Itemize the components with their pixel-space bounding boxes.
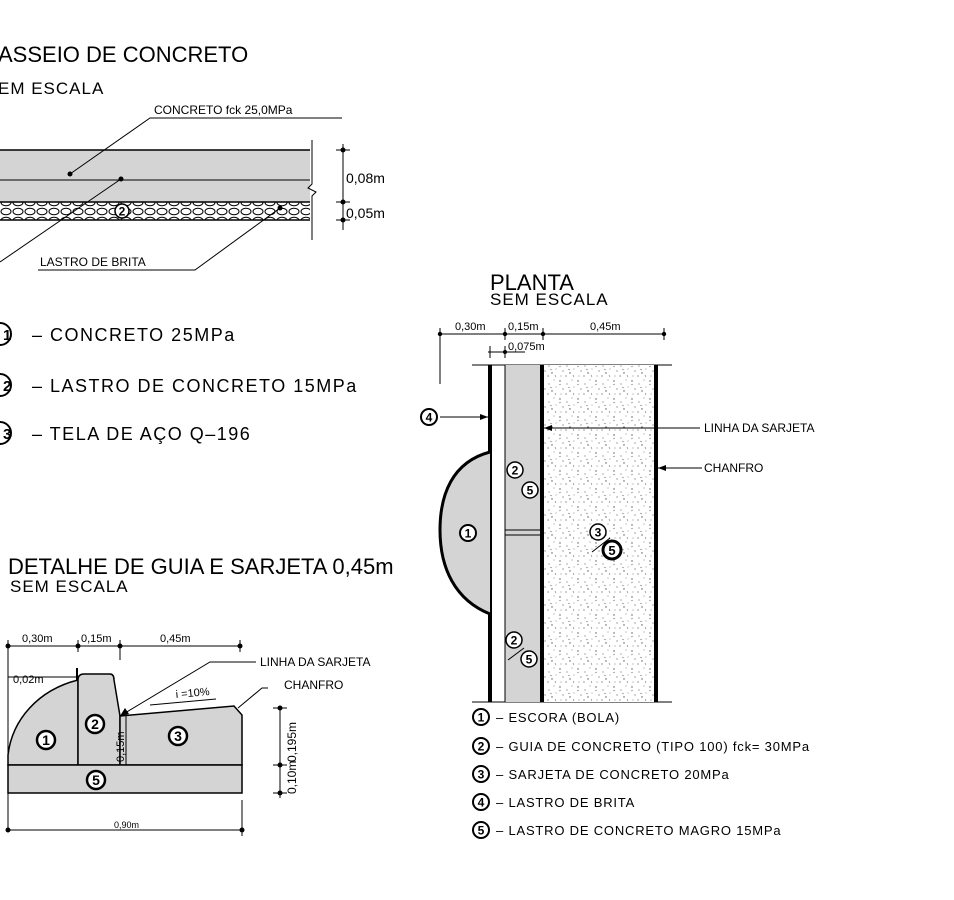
- svg-text:2: 2: [3, 378, 11, 395]
- section-detalhe: DETALHE DE GUIA E SARJETA 0,45m SEM ESCA…: [5, 554, 394, 836]
- planta-legend: 1 – ESCORA (BOLA) 2 – GUIA DE CONCRETO (…: [472, 708, 810, 839]
- dim-015-vert: 0,15m: [115, 731, 127, 762]
- planta-label-linha: LINHA DA SARJETA: [704, 421, 814, 435]
- escora-shape: [7, 679, 79, 766]
- legend-item: – CONCRETO 25MPa: [32, 325, 236, 345]
- concrete-slab: [0, 150, 310, 202]
- legend-item: – LASTRO DE CONCRETO MAGRO 15MPa: [496, 823, 781, 838]
- passeio-title: ASSEIO DE CONCRETO: [0, 42, 248, 67]
- svg-text:5: 5: [526, 653, 533, 667]
- dim-bottom: 0,05m: [346, 205, 385, 221]
- legend-item: – TELA DE AÇO Q–196: [32, 424, 251, 444]
- svg-text:5: 5: [608, 543, 615, 558]
- legend-item: – SARJETA DE CONCRETO 20MPa: [496, 767, 730, 782]
- marker-2: [84, 713, 106, 735]
- planta-dim-0075: 0,075m: [508, 341, 545, 353]
- svg-text:1: 1: [465, 527, 472, 541]
- marker-5: [85, 769, 107, 791]
- svg-text:5: 5: [92, 772, 100, 788]
- detalhe-title: DETALHE DE GUIA E SARJETA 0,45m: [8, 554, 394, 579]
- planta-title: PLANTA: [490, 270, 574, 295]
- label-lastro: LASTRO DE BRITA: [40, 255, 146, 269]
- detalhe-label-chanfro: CHANFRO: [284, 678, 343, 692]
- detalhe-label-linha: LINHA DA SARJETA: [260, 655, 370, 669]
- marker-4: [420, 408, 438, 426]
- section-passeio: ASSEIO DE CONCRETO EM ESCALA CONCRETO fc…: [0, 42, 385, 445]
- dim-002: 0,02m: [13, 674, 44, 686]
- svg-text:2: 2: [511, 634, 518, 648]
- svg-text:1: 1: [3, 327, 11, 344]
- legend-item: – ESCORA (BOLA): [496, 710, 620, 725]
- dim-045: 0,45m: [160, 633, 191, 645]
- svg-text:3: 3: [478, 768, 485, 782]
- section-planta: PLANTA SEM ESCALA 0,30m 0,15m 0,45m 0,07…: [420, 270, 814, 839]
- svg-text:1: 1: [42, 732, 50, 748]
- svg-text:3: 3: [174, 728, 182, 744]
- lastro-shape: [7, 764, 243, 794]
- dim-total: 0,90m: [114, 820, 139, 830]
- planta-dim-045: 0,45m: [590, 321, 621, 333]
- dim-top: 0,08m: [346, 170, 385, 186]
- svg-text:2: 2: [119, 205, 126, 219]
- legend-item: – LASTRO DE CONCRETO 15MPa: [32, 376, 358, 396]
- slope-label: i =10%: [175, 686, 210, 701]
- marker-5: [521, 481, 539, 499]
- marker-5: [601, 539, 623, 561]
- dim-015-top: 0,15m: [81, 633, 112, 645]
- marker-3: [589, 523, 607, 541]
- label-concreto: CONCRETO fck 25,0MPa: [154, 103, 293, 117]
- marker-5: [520, 650, 538, 668]
- detalhe-subtitle: SEM ESCALA: [10, 577, 129, 596]
- dim-0195: 0,195m: [285, 722, 299, 762]
- legend-item: – LASTRO DE BRITA: [496, 795, 635, 810]
- svg-text:2: 2: [512, 464, 519, 478]
- svg-text:5: 5: [527, 484, 534, 498]
- svg-text:3: 3: [3, 426, 11, 443]
- svg-text:3: 3: [595, 526, 602, 540]
- planta-subtitle: SEM ESCALA: [490, 290, 609, 309]
- marker-2: [506, 461, 524, 479]
- marker-1: [35, 729, 57, 751]
- marker-2: [114, 203, 130, 219]
- svg-text:1: 1: [478, 711, 485, 725]
- planta-guia: [505, 365, 542, 702]
- marker-3: [167, 725, 189, 747]
- svg-text:4: 4: [426, 411, 433, 425]
- passeio-subtitle: EM ESCALA: [0, 79, 104, 98]
- marker-1: [459, 524, 477, 542]
- planta-dim-015: 0,15m: [508, 321, 539, 333]
- dim-010: 0,10m: [285, 761, 299, 794]
- svg-text:2: 2: [478, 740, 485, 754]
- dim-030: 0,30m: [22, 633, 53, 645]
- legend-item: – GUIA DE CONCRETO (TIPO 100) fck= 30MPa: [496, 739, 810, 754]
- gravel-layer: [0, 202, 310, 220]
- svg-text:4: 4: [478, 796, 485, 810]
- planta-dim-030: 0,30m: [455, 321, 486, 333]
- svg-text:5: 5: [478, 824, 485, 838]
- passeio-legend: 1 – CONCRETO 25MPa 2 – LASTRO DE CONCRET…: [0, 322, 358, 445]
- svg-text:2: 2: [91, 716, 99, 732]
- planta-label-chanfro: CHANFRO: [704, 461, 763, 475]
- marker-2: [505, 631, 523, 649]
